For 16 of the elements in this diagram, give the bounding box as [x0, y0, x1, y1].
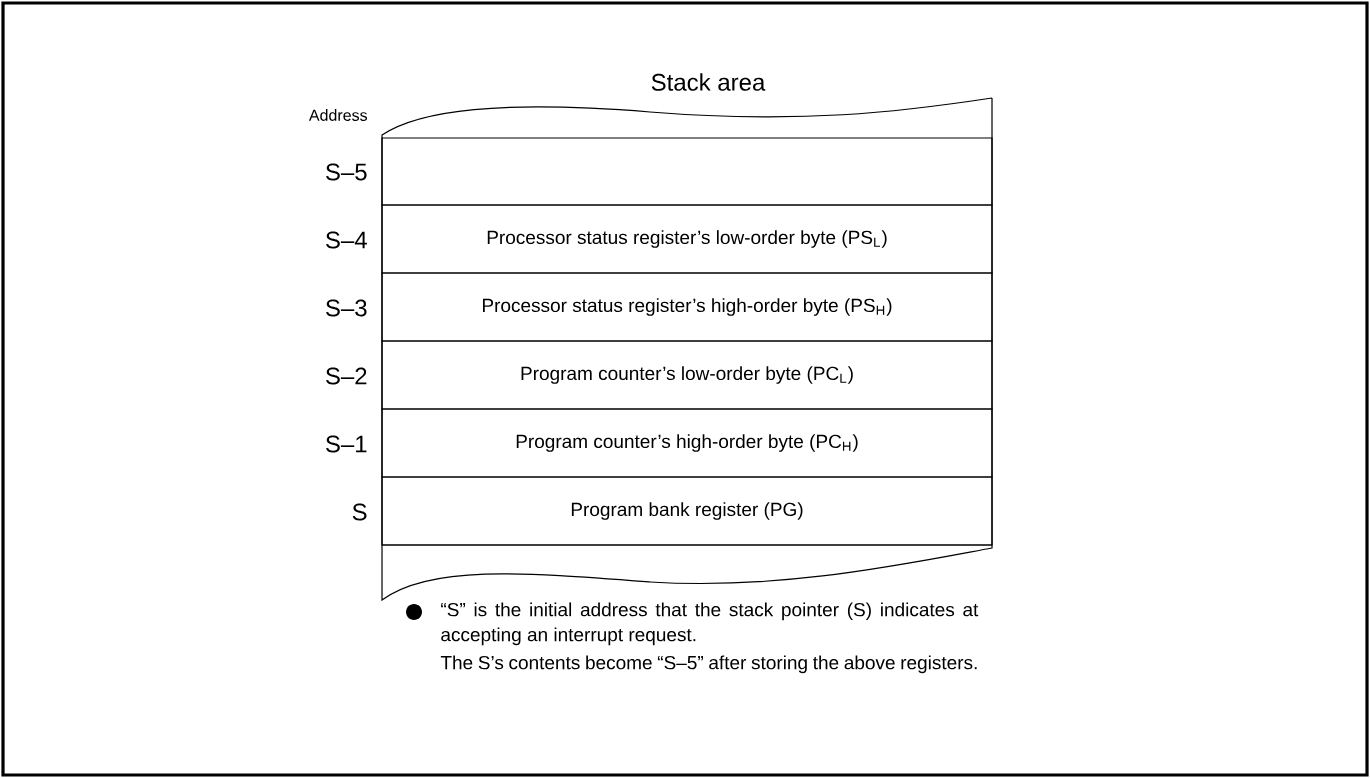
stack-title: Stack area [651, 73, 766, 91]
register-row: Program counter’s low-order byte (PC$_{L}$) [381, 340, 993, 410]
empty-row [381, 137, 993, 206]
register-row: Processor status register’s high-order byte (PS$_{H}$) [381, 272, 993, 342]
address-label: S–1 [326, 435, 367, 453]
address-label: S [352, 503, 367, 521]
column-heading: Address [308, 109, 368, 121]
note-text: “S” is the initial address that the stack pointer (S) indicates at accepting an interrupt request. [441, 602, 979, 646]
address-label: S–4 [326, 231, 367, 249]
register-row: Program counter’s high-order byte (PC$_{H}$) [381, 408, 993, 478]
note-text: The S’s contents become “S–5” after storing the above registers. [440, 655, 977, 674]
register-row: Program bank register (PG) [381, 476, 993, 546]
address-label: S–3 [326, 299, 367, 317]
address-label: S–2 [326, 367, 367, 385]
register-row: Processor status register’s low-order byte (PS$_{L}$) [381, 204, 993, 274]
address-label: S–5 [326, 163, 367, 181]
